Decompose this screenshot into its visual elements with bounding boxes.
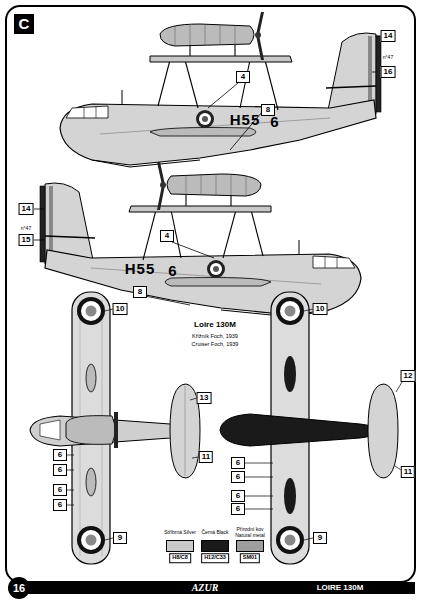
callout-number: 6 [53,449,67,461]
legend-swatch [236,540,264,552]
callout-number: 10 [113,303,128,315]
callout-number: 11 [199,451,213,463]
callout-number: 12 [401,370,416,382]
decal-number: n°47 [21,226,31,231]
callout-number: 4 [236,71,250,83]
paint-code: H8/C8 [169,553,191,563]
footer-title: LOIRE 130M [317,584,364,592]
brand-logo: AZUR [192,583,219,593]
callout-number: 6 [53,484,67,496]
decal-number: n°47 [383,55,393,60]
caption-en: Cruiser Foch, 1939 [192,342,239,348]
caption-cz: Křižník Foch, 1939 [192,334,238,340]
legend-swatch [166,540,194,552]
page-number: 16 [13,583,25,594]
callout-number: 6 [231,457,245,469]
panel-letter: C [14,14,34,34]
callout-number: 9 [313,532,327,544]
callout-number: 6 [231,490,245,502]
registration: H55 [125,261,156,276]
callout-number: 10 [313,303,328,315]
callout-number: 6 [231,503,245,515]
legend-text: Stříbrná Silver [159,530,201,536]
callout-number: 6 [231,471,245,483]
legend-text: Přírodní kov Natural metal [229,527,271,539]
legend-text: Černá Black [194,530,236,536]
paint-code: H12/C33 [201,553,229,563]
callout-number: 15 [19,234,34,246]
callout-number: 13 [197,392,212,404]
callout-number: 9 [113,532,127,544]
callout-number: 8 [133,286,147,298]
callout-number: 4 [160,230,174,242]
registration: 6 [168,263,177,278]
registration: H55 [230,112,261,127]
callout-number: 14 [19,203,34,215]
title: Loire 130M [194,321,236,329]
callout-number: 14 [381,30,396,42]
callout-number: 6 [53,464,67,476]
callout-number: 6 [53,499,67,511]
paint-code: SM01 [240,553,260,563]
callout-number: 11 [401,466,415,478]
callout-number: 16 [381,66,396,78]
registration: 6 [270,114,279,129]
legend-swatch [201,540,229,552]
